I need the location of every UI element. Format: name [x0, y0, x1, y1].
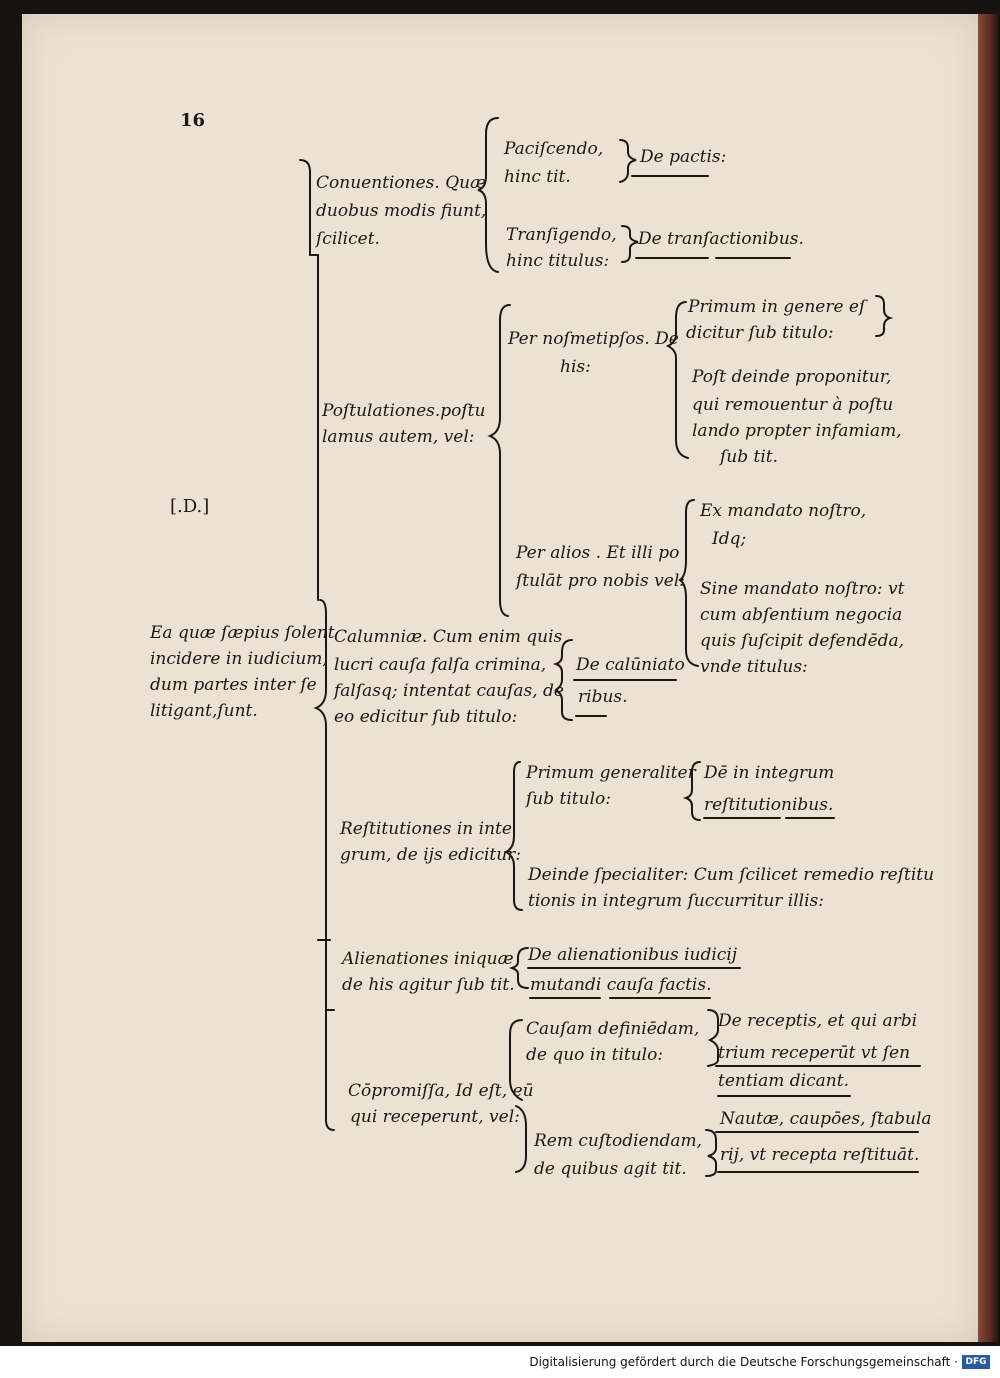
causam-line-2: de quo in titulo:: [526, 1045, 664, 1065]
nautae-line-2: rij, vt recepta reſtituāt.: [720, 1145, 920, 1165]
alienationes-brace: [508, 947, 529, 989]
de-calumniatoribus-line-2: ribus.: [578, 687, 628, 707]
pactis-brace: [619, 139, 637, 183]
compromissa-line-1: Cōpromiſſa, Id eſt, eū: [348, 1081, 534, 1101]
deinde-line-1: Deinde ſpecialiter: Cum ſcilicet remedio…: [528, 865, 935, 885]
dfg-logo-icon[interactable]: DFG: [962, 1355, 990, 1369]
postulationes-line-1: Poſtulationes.poſtu: [322, 401, 486, 421]
footer-bar: Digitalisierung gefördert durch die Deut…: [0, 1346, 1000, 1378]
post-line-4: ſub tit.: [720, 447, 779, 467]
de-receptis-line-2: trium receperūt vt ſen: [718, 1043, 911, 1063]
sine-mandato-line-1: Sine mandato noſtro: vt: [700, 579, 905, 599]
per-nos-brace: [665, 301, 689, 459]
alienationes-line-2: de his agitur ſub tit.: [342, 975, 515, 995]
calumniae-line-1: Calumniæ. Cum enim quis: [334, 627, 563, 647]
ex-mandato-line-1: Ex mandato noſtro,: [700, 501, 867, 521]
restitutiones-line-1: Reſtitutiones in inte: [340, 819, 512, 839]
de-receptis-line-3: tentiam dicant.: [718, 1071, 849, 1091]
restitutiones-line-2: grum, de ijs edicitur:: [340, 845, 522, 865]
alienationes-title-line-2: mutandi cauſa factis.: [530, 975, 712, 995]
alienationes-line-1: Alienationes iniquæ: [342, 949, 514, 969]
root-line-1: Ea quæ ſæpius ſolent: [150, 623, 335, 643]
alienationes-title-line-1: De alienationibus iudicij: [528, 945, 738, 965]
primum-line-1: Primum in genere eſ: [688, 297, 866, 317]
postulationes-brace: [487, 304, 511, 617]
post-line-3: lando propter infamiam,: [692, 421, 902, 441]
sine-mandato-line-4: vnde titulus:: [700, 657, 808, 677]
per-nos-line-2: his:: [560, 357, 591, 377]
de-in-integrum-line-1: Dē in integrum: [704, 763, 835, 783]
de-receptis-line-1: De receptis, et qui arbi: [718, 1011, 918, 1031]
sine-mandato-line-3: quis ſuſcipit defendēda,: [700, 631, 905, 651]
postulationes-line-2: lamus autem, vel:: [322, 427, 475, 447]
footer-text: Digitalisierung gefördert durch die Deut…: [529, 1355, 958, 1369]
conventiones-line-1: Conuentiones. Quæ: [316, 173, 487, 193]
per-alios-line-2: ſtulāt pro nobis vel:: [516, 571, 685, 591]
compromissa-brace: [509, 1019, 523, 1101]
primum-line-2: dicitur ſub titulo:: [686, 323, 834, 343]
conventiones-brace: [477, 117, 499, 273]
de-in-integrum-line-2: reſtitutionibus.: [704, 795, 834, 815]
root-line-2: incidere in iudicium,: [150, 649, 328, 669]
ex-mandato-line-2: Idq;: [712, 529, 747, 549]
de-pactis: De pactis:: [640, 147, 727, 167]
rem-line-2: de quibus agit tit.: [534, 1159, 687, 1179]
sine-mandato-line-2: cum abſentium negocia: [700, 605, 903, 625]
primum-brace: [875, 295, 894, 337]
nautae-brace: [705, 1129, 717, 1177]
rem-line-1: Rem cuſtodiendam,: [534, 1131, 703, 1151]
upper-vertical: [299, 159, 319, 601]
per-alios-brace: [678, 499, 699, 667]
de-transactionibus: De tranſactionibus.: [638, 229, 804, 249]
calumniae-brace: [552, 639, 573, 721]
book-page: [22, 14, 978, 1342]
conventiones-line-3: ſcilicet.: [316, 229, 380, 249]
de-calumniatoribus-line-1: De calūniato: [576, 655, 685, 675]
calumniae-line-2: lucri cauſa falſa crimina,: [334, 655, 547, 675]
restitutiones-brace: [503, 761, 523, 911]
post-line-1: Poſt deinde proponitur,: [692, 367, 892, 387]
in-integrum-brace: [682, 761, 701, 821]
root-brace: [313, 599, 335, 1131]
paciscendo-line-1: Paciſcendo,: [504, 139, 604, 159]
primum-generaliter-line-1: Primum generaliter: [526, 763, 696, 783]
post-line-2: qui remouentur à poſtu: [692, 395, 894, 415]
page-number: 16: [180, 110, 206, 131]
per-alios-line-1: Per alios . Et illi po: [516, 543, 680, 563]
receptis-brace: [707, 1009, 719, 1067]
paciscendo-line-2: hinc tit.: [504, 167, 571, 187]
transactionibus-brace: [621, 225, 639, 263]
transigendo-line-2: hinc titulus:: [506, 251, 610, 271]
per-nos-line-1: Per noſmetipſos. De: [508, 329, 679, 349]
calumniae-line-4: eo edicitur ſub titulo:: [334, 707, 518, 727]
root-line-3: dum partes inter ſe: [150, 675, 317, 695]
nautae-line-1: Nautæ, caupōes, ſtabula: [720, 1109, 932, 1129]
root-line-4: litigant,ſunt.: [150, 701, 258, 721]
primum-generaliter-line-2: ſub titulo:: [526, 789, 611, 809]
margin-mark: [.D.]: [170, 496, 210, 517]
book-binding-edge: [978, 14, 998, 1342]
compromissa-line-2: qui receperunt, vel:: [350, 1107, 520, 1127]
transigendo-line-1: Tranſigendo,: [506, 225, 617, 245]
conventiones-line-2: duobus modis fiunt,: [316, 201, 487, 221]
deinde-line-2: tionis in integrum ſuccurritur illis:: [528, 891, 824, 911]
calumniae-line-3: falſasq; intentat cauſas, de: [334, 681, 564, 701]
causam-line-1: Cauſam definiēdam,: [526, 1019, 700, 1039]
